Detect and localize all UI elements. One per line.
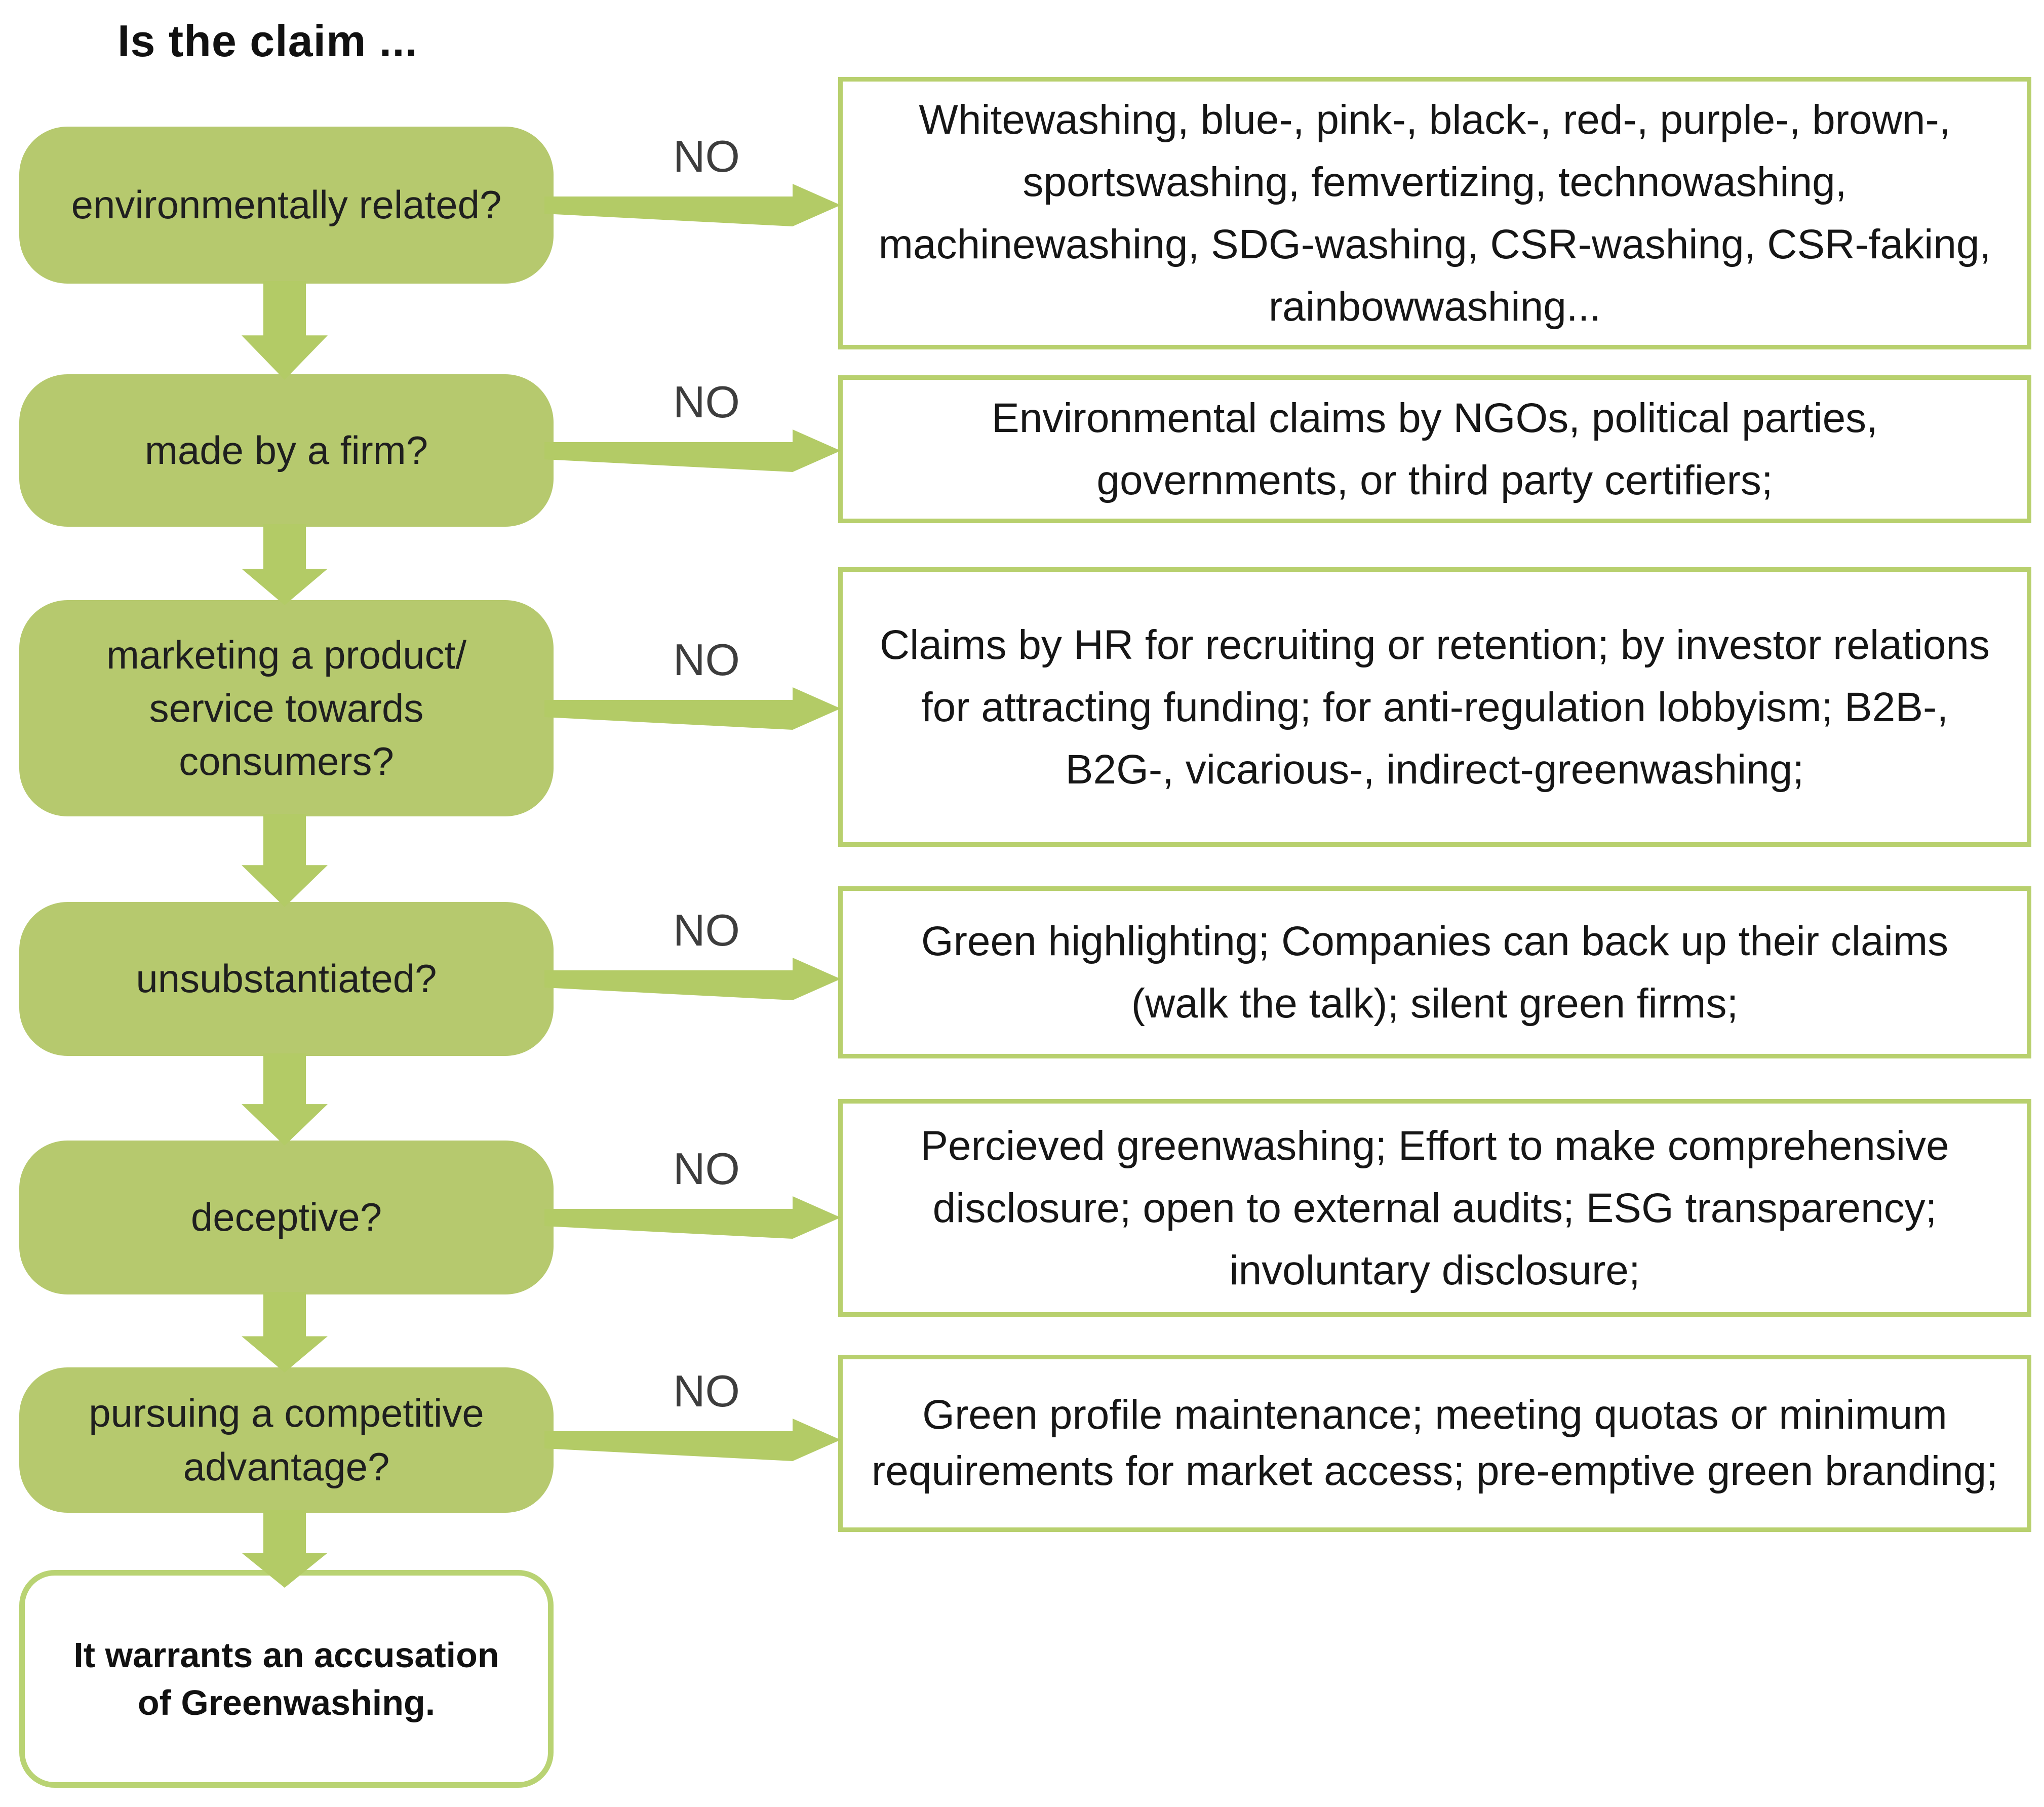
arrow-down-icon (242, 1053, 328, 1146)
decision-node-competitive-advantage: pursuing a competitive advantage? (19, 1367, 554, 1513)
no-label: NO (673, 635, 740, 685)
arrow-right-icon (544, 184, 841, 226)
outcome-box-not-deceptive: Percieved greenwashing; Effort to make c… (838, 1099, 2031, 1317)
arrow-right-icon (544, 1196, 841, 1239)
arrow-down-icon (242, 1292, 328, 1372)
no-label: NO (673, 377, 740, 427)
arrow-right-icon (544, 958, 841, 1000)
outcome-box-not-environmental: Whitewashing, blue-, pink-, black-, red-… (838, 77, 2031, 349)
outcome-box-not-firm: Environmental claims by NGOs, political … (838, 375, 2031, 523)
decision-node-unsubstantiated: unsubstantiated? (19, 902, 554, 1056)
arrow-right-icon (544, 429, 841, 472)
arrow-right-icon (544, 1419, 841, 1461)
outcome-box-no-competitive-advantage: Green profile maintenance; meeting quota… (838, 1355, 2031, 1532)
arrow-down-icon (242, 814, 328, 907)
outcome-box-not-consumer-marketing: Claims by HR for recruiting or retention… (838, 567, 2031, 847)
decision-node-deceptive: deceptive? (19, 1141, 554, 1294)
arrow-down-icon (242, 524, 328, 605)
no-label: NO (673, 131, 740, 181)
no-label: NO (673, 905, 740, 955)
conclusion-node-greenwashing: It warrants an accusation of Greenwashin… (19, 1570, 554, 1788)
decision-node-environmentally-related: environmentally related? (19, 127, 554, 284)
decision-node-marketing-consumers: marketing a product/ service towards con… (19, 600, 554, 816)
no-label: NO (673, 1144, 740, 1194)
outcome-box-substantiated: Green highlighting; Companies can back u… (838, 886, 2031, 1058)
arrow-right-icon (544, 687, 841, 730)
decision-node-made-by-firm: made by a firm? (19, 374, 554, 527)
arrow-down-icon (242, 1510, 328, 1588)
no-label: NO (673, 1366, 740, 1416)
page-title: Is the claim ... (117, 16, 418, 66)
arrow-down-icon (242, 281, 328, 380)
